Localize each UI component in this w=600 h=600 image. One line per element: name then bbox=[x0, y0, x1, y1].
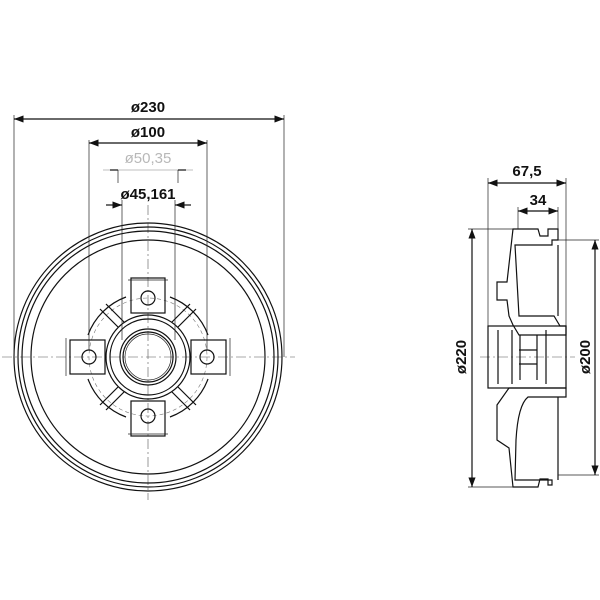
braking-diameter-label: ø200 bbox=[577, 340, 594, 374]
side-dimensions: 67,5 34 ø220 ø200 bbox=[453, 163, 599, 488]
hub-bore bbox=[105, 314, 191, 400]
hub-width-label: 34 bbox=[530, 192, 547, 209]
bolt-circle bbox=[88, 297, 208, 417]
total-width-label: 67,5 bbox=[512, 163, 541, 180]
reference-diameter-label: ø50,35 bbox=[125, 150, 172, 167]
front-view: ø230 ø100 ø50,35 ø45,161 bbox=[2, 99, 295, 500]
outer-diameter-label: ø230 bbox=[131, 99, 165, 116]
bore-diameter-label: ø45,161 bbox=[120, 186, 175, 203]
drum-section bbox=[487, 228, 567, 488]
bolt-circle-label: ø100 bbox=[131, 124, 165, 141]
side-view: 67,5 34 ø220 ø200 bbox=[453, 163, 599, 488]
hub-flange bbox=[65, 277, 231, 437]
front-dimensions: ø230 ø100 ø50,35 ø45,161 bbox=[13, 99, 285, 357]
drum-outer-diameter-label: ø220 bbox=[453, 340, 470, 374]
